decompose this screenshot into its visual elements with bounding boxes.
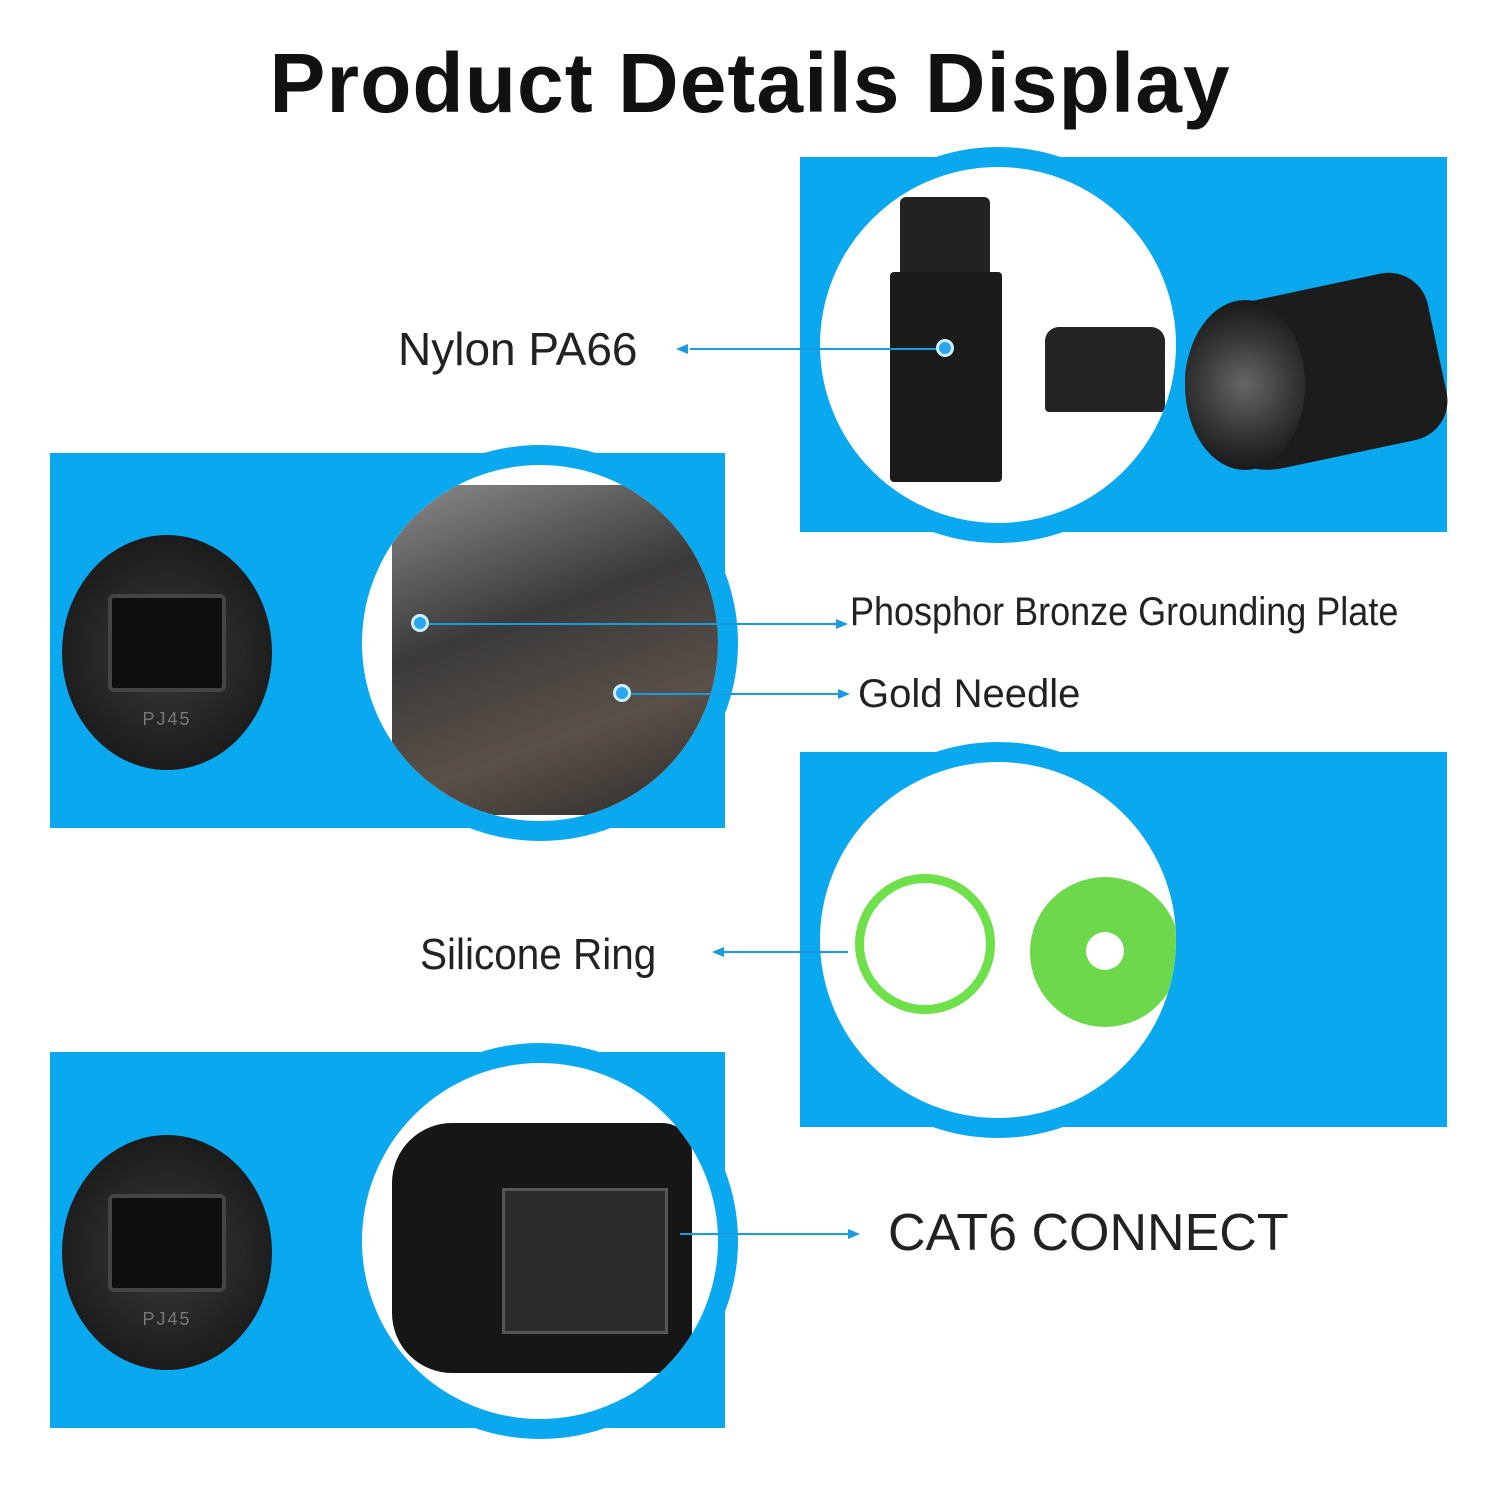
cat6-detail-circle [342,1043,738,1439]
arrow-left-icon [676,344,688,354]
callout-needle-label: Gold Needle [858,672,1081,716]
callout-dot-icon [613,684,631,702]
jack-marking: PJ45 [142,1309,192,1329]
nylon-callout-line [690,348,945,350]
needle-callout-line [622,693,840,695]
callout-plate-label: Phosphor Bronze Grounding Plate [850,590,1399,634]
callout-silicone-label: Silicone Ring [420,930,657,979]
coupler-opening [1185,300,1305,470]
gland-cap-image [1045,327,1165,412]
callout-nylon-label: Nylon PA66 [398,323,638,375]
silicone-o-ring-image [855,874,995,1014]
arrow-right-icon [836,619,848,629]
page-title: Product Details Display [269,36,1231,130]
plate-callout-line [420,623,838,625]
arrow-right-icon [838,689,850,699]
callout-dot-icon [411,614,429,632]
nylon-detail-circle [800,147,1196,543]
washer-hole [1086,932,1124,970]
rj45-jack-image: PJ45 [62,1135,272,1370]
jack-marking: PJ45 [142,709,192,729]
gland-body-image [900,197,990,277]
callout-cat6-label: CAT6 CONNECT [888,1204,1289,1262]
contacts-detail-circle [342,445,738,841]
arrow-left-icon [712,947,724,957]
rj45-port [108,594,226,693]
cat6-callout-line [680,1233,850,1235]
silicone-callout-line [724,951,848,953]
rj45-jack-image: PJ45 [62,535,272,770]
silicone-detail-circle [800,742,1196,1138]
rj45-port [108,1194,226,1293]
cat6-port-image [502,1188,668,1334]
gland-body-lower [890,272,1002,482]
callout-dot-icon [936,339,954,357]
arrow-right-icon [848,1229,860,1239]
contacts-housing-image [392,485,718,815]
